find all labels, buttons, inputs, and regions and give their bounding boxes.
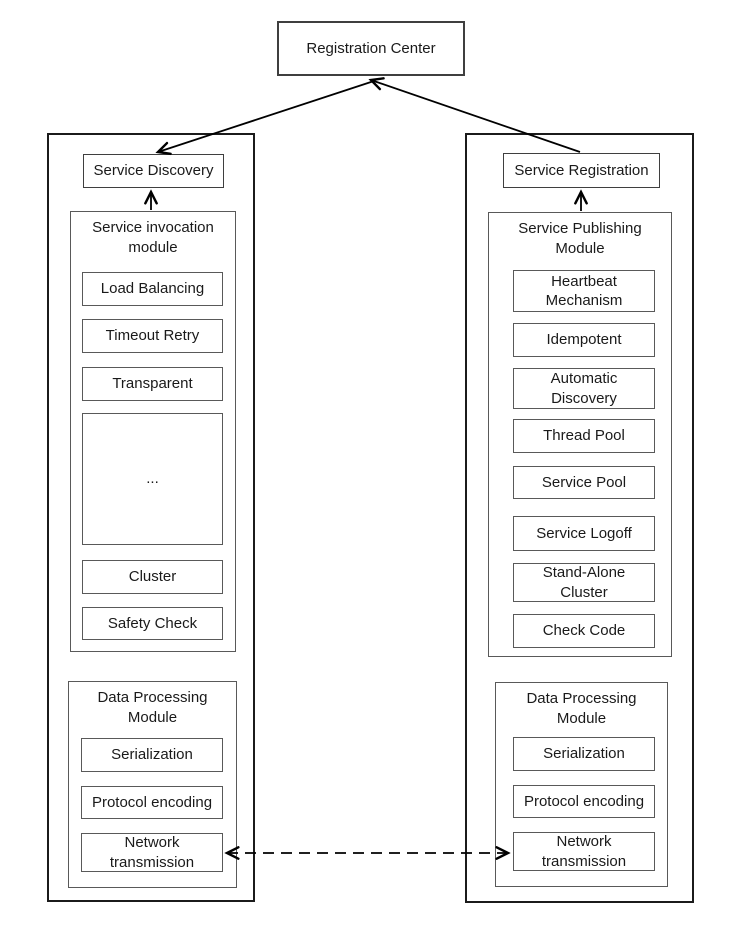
network-transmission-box-left: Network transmission (81, 833, 223, 872)
load-balancing-box: Load Balancing (82, 272, 223, 306)
service-logoff-box: Service Logoff (513, 516, 655, 551)
cluster-label: Cluster (128, 568, 177, 586)
heartbeat-mechanism-box: Heartbeat Mechanism (513, 270, 655, 312)
load-balancing-label: Load Balancing (100, 280, 205, 298)
serialization-box-right: Serialization (513, 737, 655, 771)
module-title: Service Publishing Module (489, 219, 671, 258)
thread-pool-box: Thread Pool (513, 419, 655, 453)
service-discovery-label: Service Discovery (93, 162, 214, 180)
protocol-encoding-box-right: Protocol encoding (513, 785, 655, 818)
transparent-box: Transparent (82, 367, 223, 401)
idempotent-label: Idempotent (546, 331, 622, 349)
module-title-label: Data Processing Module (97, 689, 208, 726)
safety-check-label: Safety Check (107, 614, 198, 632)
ellipsis-label: ... (146, 470, 159, 488)
serialization-label: Serialization (543, 745, 625, 763)
module-title-label: Service invocation module (92, 219, 214, 256)
automatic-discovery-label: Automatic Discovery (550, 370, 618, 407)
module-title-label: Service Publishing Module (518, 220, 642, 257)
service-registration-node: Service Registration (503, 153, 660, 188)
service-pool-label: Service Pool (541, 473, 627, 491)
cluster-box: Cluster (82, 560, 223, 594)
serialization-box-left: Serialization (81, 738, 223, 772)
network-transmission-label: Network transmission (541, 833, 627, 870)
service-logoff-label: Service Logoff (536, 524, 632, 542)
stand-alone-cluster-label: Stand-Alone Cluster (542, 564, 626, 601)
safety-check-box: Safety Check (82, 607, 223, 640)
module-title: Data Processing Module (496, 689, 667, 728)
network-transmission-box-right: Network transmission (513, 832, 655, 871)
check-code-label: Check Code (542, 622, 626, 640)
module-title: Data Processing Module (69, 688, 236, 727)
protocol-encoding-label: Protocol encoding (523, 792, 645, 810)
protocol-encoding-label: Protocol encoding (91, 793, 213, 811)
module-title-label: Data Processing Module (526, 690, 637, 727)
registration-center-node: Registration Center (277, 21, 465, 76)
thread-pool-label: Thread Pool (543, 427, 625, 445)
ellipsis-box: ... (82, 413, 223, 545)
stand-alone-cluster-box: Stand-Alone Cluster (513, 563, 655, 602)
service-provider-container: Service Registration Service Publishing … (465, 133, 694, 903)
serialization-label: Serialization (111, 746, 193, 764)
registration-center-label: Registration Center (306, 39, 436, 57)
module-title: Service invocation module (71, 218, 235, 257)
transparent-label: Transparent (112, 375, 193, 393)
timeout-retry-label: Timeout Retry (105, 327, 200, 345)
heartbeat-mechanism-label: Heartbeat Mechanism (545, 272, 623, 310)
service-consumer-container: Service Discovery Service invocation mod… (47, 133, 255, 902)
service-registration-label: Service Registration (514, 161, 649, 179)
data-processing-module-right: Data Processing Module Serialization Pro… (495, 682, 668, 887)
network-transmission-label: Network transmission (109, 834, 195, 871)
automatic-discovery-box: Automatic Discovery (513, 368, 655, 409)
check-code-box: Check Code (513, 614, 655, 648)
idempotent-box: Idempotent (513, 323, 655, 357)
protocol-encoding-box-left: Protocol encoding (81, 786, 223, 819)
service-discovery-node: Service Discovery (83, 154, 224, 188)
service-publishing-module: Service Publishing Module Heartbeat Mech… (488, 212, 672, 657)
service-pool-box: Service Pool (513, 466, 655, 499)
data-processing-module-left: Data Processing Module Serialization Pro… (68, 681, 237, 888)
timeout-retry-box: Timeout Retry (82, 319, 223, 353)
service-invocation-module: Service invocation module Load Balancing… (70, 211, 236, 652)
